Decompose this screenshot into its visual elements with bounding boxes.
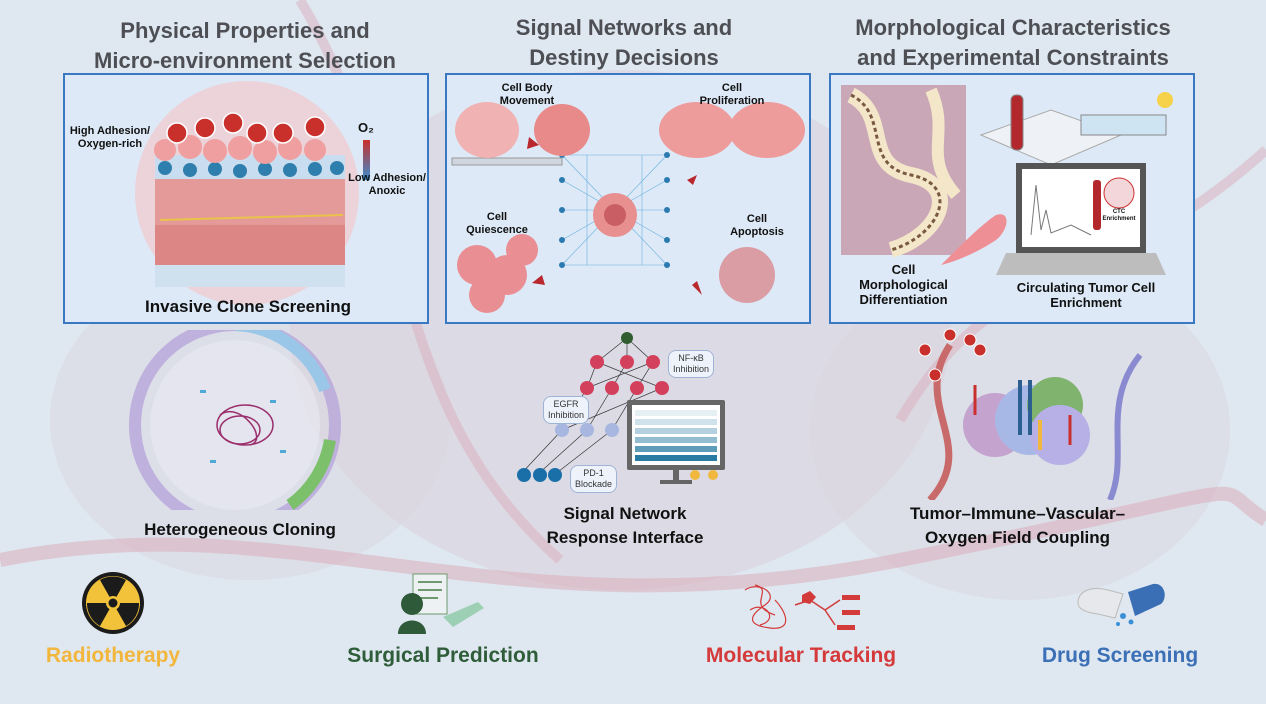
cell-movement-label: Cell Body Movement: [492, 82, 562, 107]
text-line: Circulating Tumor Cell: [1016, 280, 1156, 295]
text-line: Inhibition: [548, 410, 585, 420]
pd1-blockade-bubble: PD-1 Blockade: [570, 465, 618, 493]
field-coupling-label: Tumor–Immune–Vascular– Oxygen Field Coup…: [870, 502, 1165, 550]
text-line: Proliferation: [699, 94, 765, 107]
radiation-icon: [82, 572, 144, 634]
tissue-block-illustration: [135, 81, 370, 305]
text-line: Quiescence: [466, 223, 528, 236]
tumor-immune-vascular-illustration: [918, 328, 1143, 500]
signal-network-illustration: [517, 332, 725, 484]
title-morph: Morphological Characteristics and Experi…: [818, 13, 1208, 73]
egfr-inhibition-bubble: EGFR Inhibition: [543, 396, 590, 424]
panel-physical: High Adhesion/ Oxygen-rich O₂ Low Adhesi…: [63, 73, 429, 324]
heterogeneous-cloning-label: Heterogeneous Cloning: [144, 520, 336, 539]
text-line: EGFR: [553, 399, 579, 409]
surgeon-icon: [398, 573, 484, 634]
text-line: Movement: [499, 94, 555, 107]
title-line: Signal Networks and: [515, 15, 733, 40]
text-line: Signal Network: [563, 504, 687, 523]
text-line: Inhibition: [673, 364, 710, 374]
text-line: Cell Body: [501, 82, 553, 94]
cell-quiescence-label: Cell Quiescence: [457, 211, 537, 236]
text-line: Low Adhesion/: [348, 172, 426, 184]
title-signal: Signal Networks and Destiny Decisions: [434, 13, 814, 73]
title-physical: Physical Properties and Micro-environmen…: [55, 16, 435, 76]
cell-proliferation-label: Cell Proliferation: [692, 82, 772, 107]
molecule-icon: [744, 584, 860, 630]
title-line: Destiny Decisions: [529, 45, 719, 70]
nfkb-inhibition-bubble: NF-κB Inhibition: [668, 350, 715, 378]
text-line: Enrichment: [1050, 294, 1122, 310]
text-line: Cell: [746, 213, 768, 225]
o2-label: O₂: [358, 120, 374, 135]
ctc-screen-label: CTC Enrichment: [1099, 209, 1139, 223]
text-line: Cell: [891, 262, 916, 277]
cell-fate-network-illustration: [451, 102, 805, 313]
text-line: PD-1: [583, 468, 604, 478]
text-line: Oxygen-rich: [77, 137, 143, 150]
title-line: Physical Properties and: [120, 18, 370, 43]
text-line: NF-κB: [678, 353, 704, 363]
text-line: Blockade: [575, 479, 613, 489]
text-line: Response Interface: [546, 528, 704, 547]
text-line: CTC: [1112, 209, 1126, 215]
application-surgical-prediction: Surgical Prediction: [347, 644, 539, 667]
application-molecular-tracking: Molecular Tracking: [705, 644, 897, 667]
signal-network-interface-label: Signal Network Response Interface: [495, 502, 755, 550]
text-line: Cell: [721, 82, 743, 94]
low-adhesion-label: Low Adhesion/ Anoxic: [343, 172, 427, 197]
cell-apoptosis-label: Cell Apoptosis: [717, 213, 797, 238]
text-line: Differentiation: [859, 291, 948, 307]
text-line: Cell: [486, 211, 508, 223]
title-line: Morphological Characteristics: [855, 15, 1171, 40]
title-line: and Experimental Constraints: [857, 45, 1169, 70]
text-line: High Adhesion/: [69, 125, 151, 137]
title-line: Micro-environment Selection: [94, 48, 396, 73]
panel-signal: Cell Body Movement Cell Proliferation Ce…: [445, 73, 811, 324]
text-line: Morphological: [859, 276, 948, 292]
text-line: Anoxic: [368, 184, 406, 197]
pill-icon: [1077, 583, 1165, 626]
text-line: Apoptosis: [730, 225, 784, 238]
ctc-enrichment-label: Circulating Tumor Cell Enrichment: [991, 280, 1181, 311]
text-line: Enrichment: [1102, 215, 1136, 222]
text-line: Oxygen Field Coupling: [924, 528, 1111, 547]
application-drug-screening: Drug Screening: [1041, 644, 1199, 667]
ctc-enrichment-illustration: [841, 85, 1173, 275]
panel-morph: CTC Enrichment Cell Morphological Differ…: [829, 73, 1195, 324]
invasive-clone-caption: Invasive Clone Screening: [145, 297, 351, 316]
application-radiotherapy: Radiotherapy: [45, 644, 181, 667]
heterogeneous-cloning-illustration: [129, 330, 341, 510]
text-line: Tumor–Immune–Vascular–: [909, 504, 1126, 523]
high-adhesion-label: High Adhesion/ Oxygen-rich: [67, 125, 153, 150]
cell-morph-diff-label: Cell Morphological Differentiation: [836, 262, 971, 308]
